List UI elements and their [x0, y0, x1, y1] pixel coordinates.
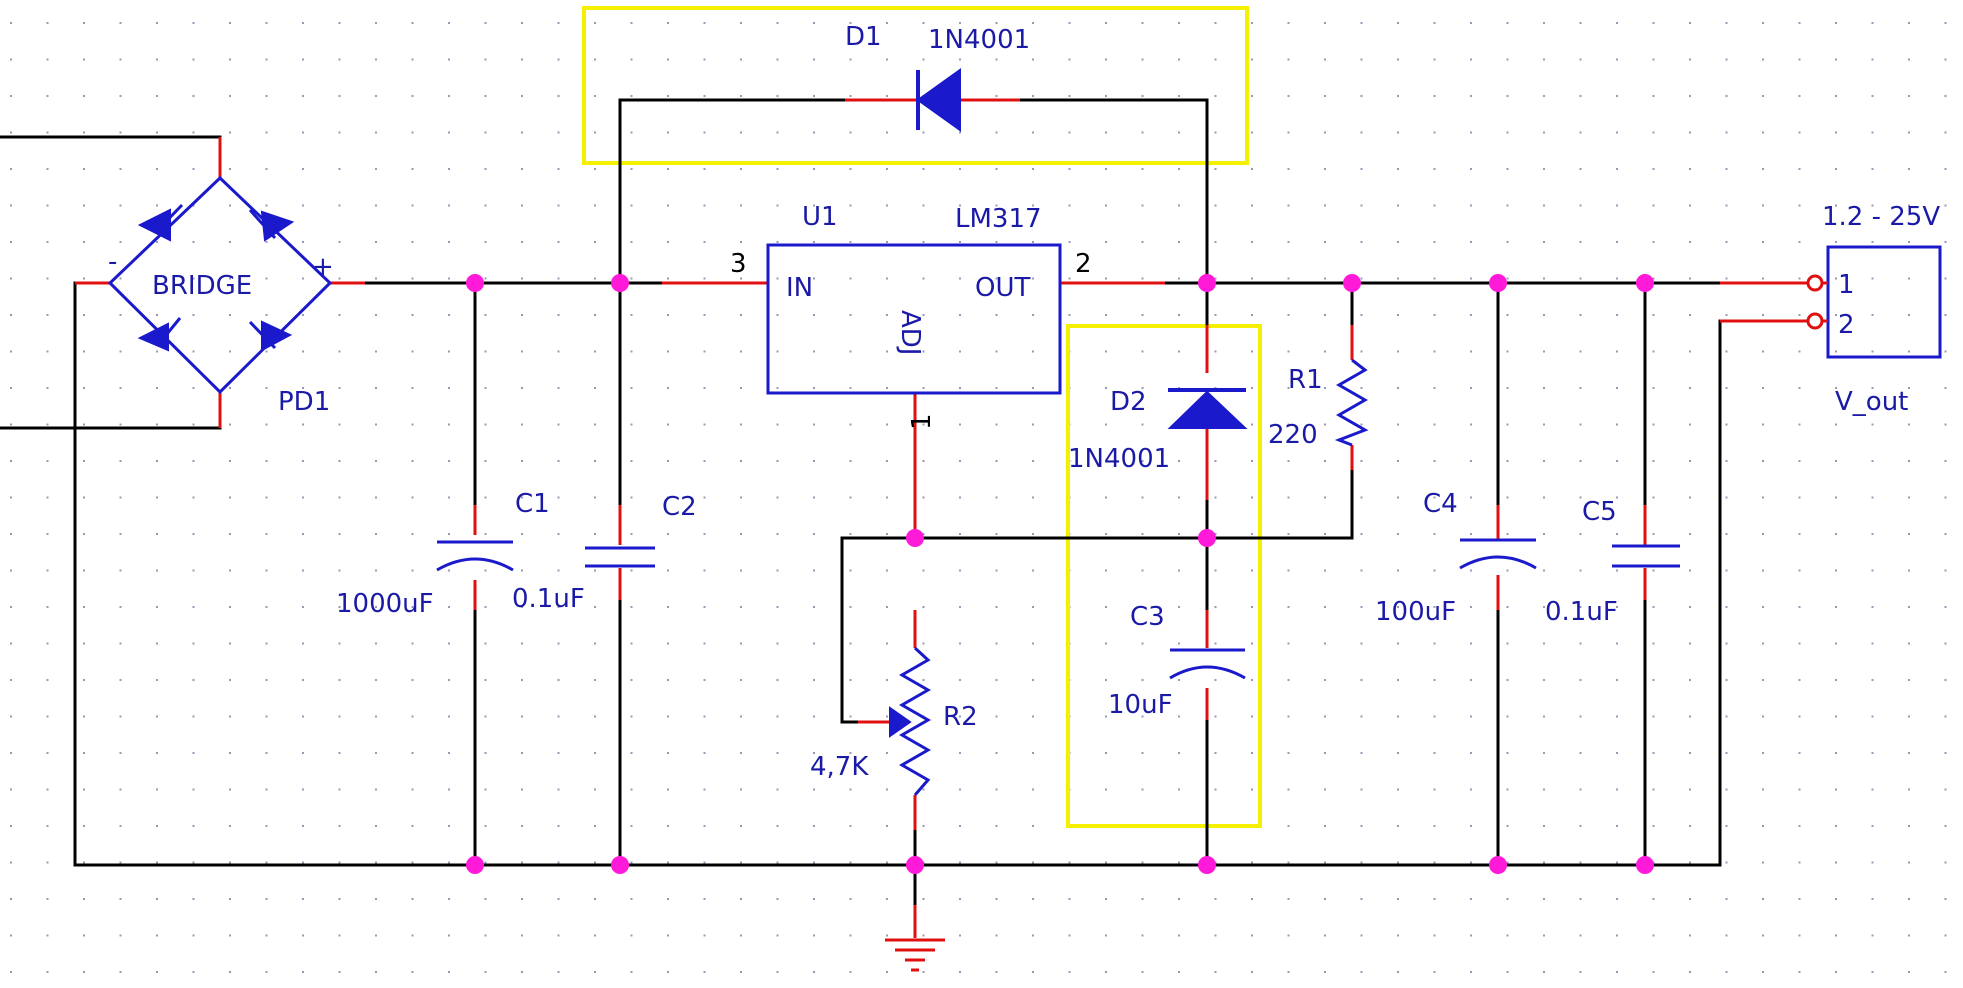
junction	[906, 856, 924, 874]
r2-ref: R2	[943, 702, 978, 732]
highlight-box-d1	[582, 6, 1249, 165]
junction	[906, 529, 924, 547]
u1-pin-out: 2	[1075, 249, 1092, 279]
d2-value: 1N4001	[1068, 444, 1170, 474]
u1-part: LM317	[955, 204, 1042, 234]
c2-capacitor-icon	[585, 546, 655, 568]
vout-ref: V_out	[1835, 387, 1908, 417]
junction	[1489, 274, 1507, 292]
c5-ref: C5	[1582, 497, 1617, 527]
u1-in-label: IN	[786, 273, 813, 303]
lm317-regulator	[766, 243, 1062, 395]
bridge-minus-label: -	[108, 247, 117, 277]
junction	[611, 856, 629, 874]
c5-value: 0.1uF	[1545, 597, 1618, 627]
r1-ref: R1	[1288, 365, 1323, 395]
highlight-box-d2-c3	[1066, 324, 1262, 828]
c1-ref: C1	[515, 489, 550, 519]
bridge-rectifier-icon	[107, 175, 333, 395]
vout-range-label: 1.2 - 25V	[1822, 202, 1940, 232]
junction-dots	[466, 274, 1654, 874]
junction	[1198, 529, 1216, 547]
vout-connector-icon	[1806, 245, 1942, 359]
ground-icon	[885, 905, 945, 972]
d2-diode-icon	[1167, 388, 1248, 429]
c3-value: 10uF	[1108, 690, 1173, 720]
junction	[1489, 856, 1507, 874]
c4-value: 100uF	[1375, 597, 1456, 627]
c2-value: 0.1uF	[512, 584, 585, 614]
r2-potentiometer-icon	[889, 646, 932, 796]
c4-polarized-capacitor-icon	[1459, 538, 1537, 570]
junction	[466, 274, 484, 292]
r2-value: 4,7K	[810, 752, 869, 782]
junction	[1343, 274, 1361, 292]
vout-pin2: 2	[1838, 310, 1855, 340]
junction	[1198, 856, 1216, 874]
c1-polarized-capacitor-icon	[436, 540, 514, 572]
c3-ref: C3	[1130, 602, 1165, 632]
r1-value: 220	[1268, 420, 1318, 450]
u1-pin-in: 3	[730, 249, 747, 279]
c5-capacitor-icon	[1612, 544, 1680, 568]
pd1-ref: PD1	[278, 387, 330, 417]
d1-value: 1N4001	[928, 25, 1030, 55]
junction	[1198, 274, 1216, 292]
vout-pin1: 1	[1838, 270, 1855, 300]
junction	[1636, 856, 1654, 874]
u1-ref: U1	[802, 202, 838, 232]
u1-pin-adj: 1	[907, 413, 937, 430]
u1-out-label: OUT	[975, 273, 1030, 303]
component-leads	[75, 98, 1807, 830]
r1-resistor-icon	[1334, 358, 1369, 447]
junction	[466, 856, 484, 874]
bridge-plus-label: +	[312, 252, 334, 282]
junction	[1636, 274, 1654, 292]
bridge-body-label: BRIDGE	[152, 271, 252, 301]
c2-ref: C2	[662, 492, 697, 522]
d1-ref: D1	[845, 22, 882, 52]
d2-ref: D2	[1110, 387, 1147, 417]
d1-diode-icon	[916, 68, 961, 132]
junction	[611, 274, 629, 292]
c1-value: 1000uF	[336, 589, 434, 619]
c4-ref: C4	[1423, 489, 1458, 519]
c3-polarized-capacitor-icon	[1169, 648, 1246, 680]
u1-adj-label: ADJ	[895, 310, 925, 355]
